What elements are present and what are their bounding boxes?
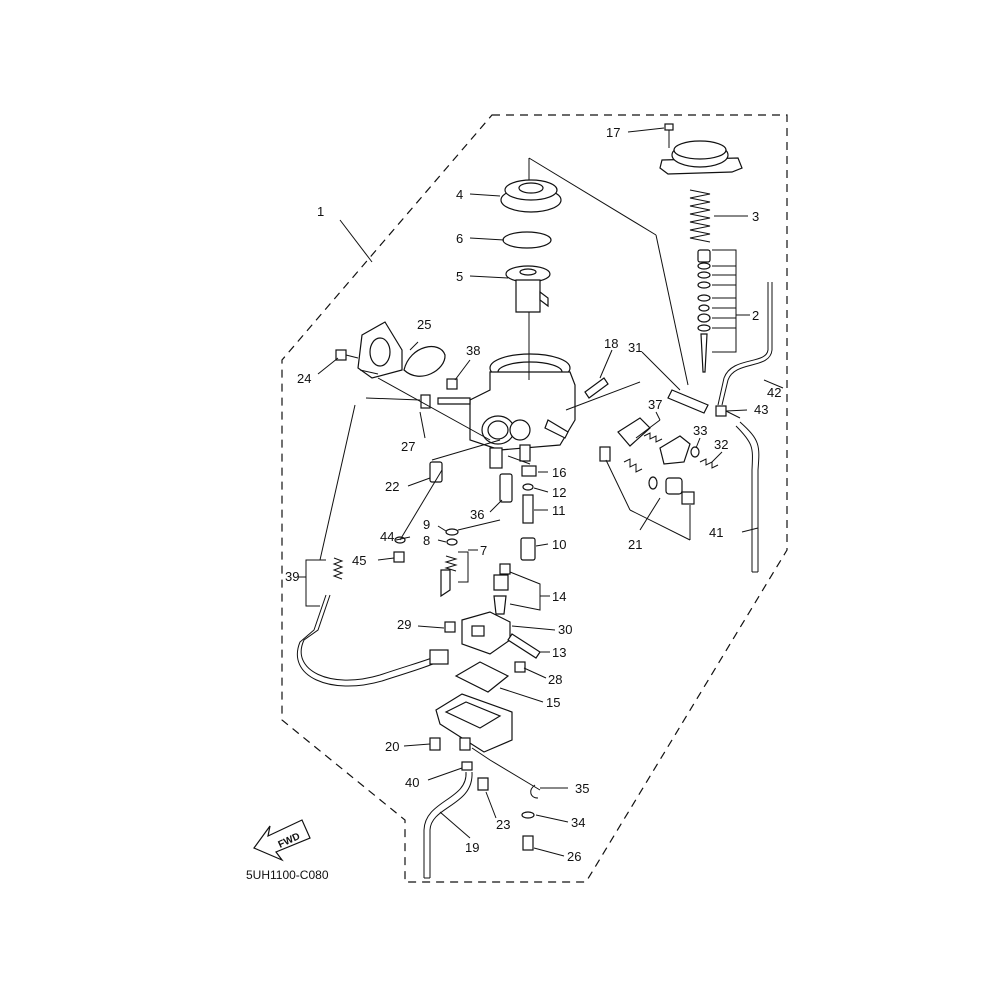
part-17-screw [664,123,674,148]
callout-6: 6 [456,231,463,246]
part-39-choke-cable [297,557,449,687]
part-19-drain-hose [423,771,473,879]
callout-16: 16 [552,465,566,480]
callout-36: 36 [470,507,484,522]
part-8-ring [446,538,458,546]
callout-38: 38 [466,343,480,358]
callout-34: 34 [571,815,585,830]
part-22-fitting [429,461,443,483]
part-34-washer [521,811,535,819]
part-29-screw [444,621,456,633]
callout-numbers: 1 2 3 4 5 6 7 8 9 10 11 12 13 14 15 16 1… [285,125,781,864]
part-24-screw [335,349,359,361]
callout-44: 44 [380,529,394,544]
part-12-o-ring [522,483,534,491]
callout-28: 28 [548,672,562,687]
part-cover [659,435,691,465]
callout-17: 17 [606,125,620,140]
part-43-fitting [715,405,741,419]
part-21-set [599,446,695,505]
part-7-screw [440,555,458,598]
callout-33: 33 [693,423,707,438]
part-36-fitting [499,473,513,503]
part-6-o-ring [502,231,552,249]
callout-20: 20 [385,739,399,754]
part-3-spring [689,189,711,243]
part-13-pin [507,633,541,659]
part-37-plate [617,417,663,447]
part-2-needle-set [697,249,711,373]
part-14-needle-valve [493,563,511,615]
callout-40: 40 [405,775,419,790]
part-9-ring [445,528,459,536]
callout-26: 26 [567,849,581,864]
callout-35: 35 [575,781,589,796]
part-25-gasket [403,346,446,377]
part-top-cover [659,140,743,175]
callout-45: 45 [352,553,366,568]
part-33-washer [690,446,700,458]
callout-23: 23 [496,817,510,832]
part-41-hose [735,421,760,573]
part-20-screw [429,737,441,751]
callout-37: 37 [648,397,662,412]
part-40-clamp [461,761,473,771]
leader-lines [298,127,784,857]
part-26-screw [522,835,534,851]
callout-1: 1 [317,204,324,219]
part-30-float [461,611,511,655]
callout-8: 8 [423,533,430,548]
part-32-screw [699,458,719,469]
part-inlet-plate [357,321,403,379]
callout-13: 13 [552,645,566,660]
callout-29: 29 [397,617,411,632]
callout-27: 27 [401,439,415,454]
fwd-arrow-icon: FWD [253,819,311,862]
callout-43: 43 [754,402,768,417]
part-15-gasket [454,661,510,693]
part-31-tube [667,389,709,414]
part-38-sleeve [446,378,458,390]
callout-4: 4 [456,187,463,202]
callout-24: 24 [297,371,311,386]
part-18-screw [584,377,609,399]
callout-31: 31 [628,340,642,355]
callout-41: 41 [709,525,723,540]
callout-21: 21 [628,537,642,552]
part-45-screw [393,551,405,563]
callout-25: 25 [417,317,431,332]
part-16-cap [521,465,537,477]
part-5-piston-valve [505,265,551,313]
callout-39: 39 [285,569,299,584]
callout-15: 15 [546,695,560,710]
callout-22: 22 [385,479,399,494]
part-carburetor-body [437,353,576,469]
part-10-jet [520,537,536,561]
callout-12: 12 [552,485,566,500]
part-42-hose [721,282,773,406]
callout-11: 11 [552,503,566,518]
part-4-diaphragm [500,179,562,213]
callout-3: 3 [752,209,759,224]
callout-32: 32 [714,437,728,452]
callout-42: 42 [767,385,781,400]
callout-18: 18 [604,336,618,351]
part-float-bowl [435,693,513,753]
callout-30: 30 [558,622,572,637]
callout-7: 7 [480,543,487,558]
callout-14: 14 [552,589,566,604]
part-code-label: 5UH1100-C080 [246,868,329,882]
callout-9: 9 [423,517,430,532]
part-11-jet [522,494,534,524]
assembly-boundary [281,114,788,883]
callout-19: 19 [465,840,479,855]
part-23-screw [477,777,489,791]
callout-5: 5 [456,269,463,284]
callout-10: 10 [552,537,566,552]
part-28-screw [514,661,526,673]
callout-2: 2 [752,308,759,323]
